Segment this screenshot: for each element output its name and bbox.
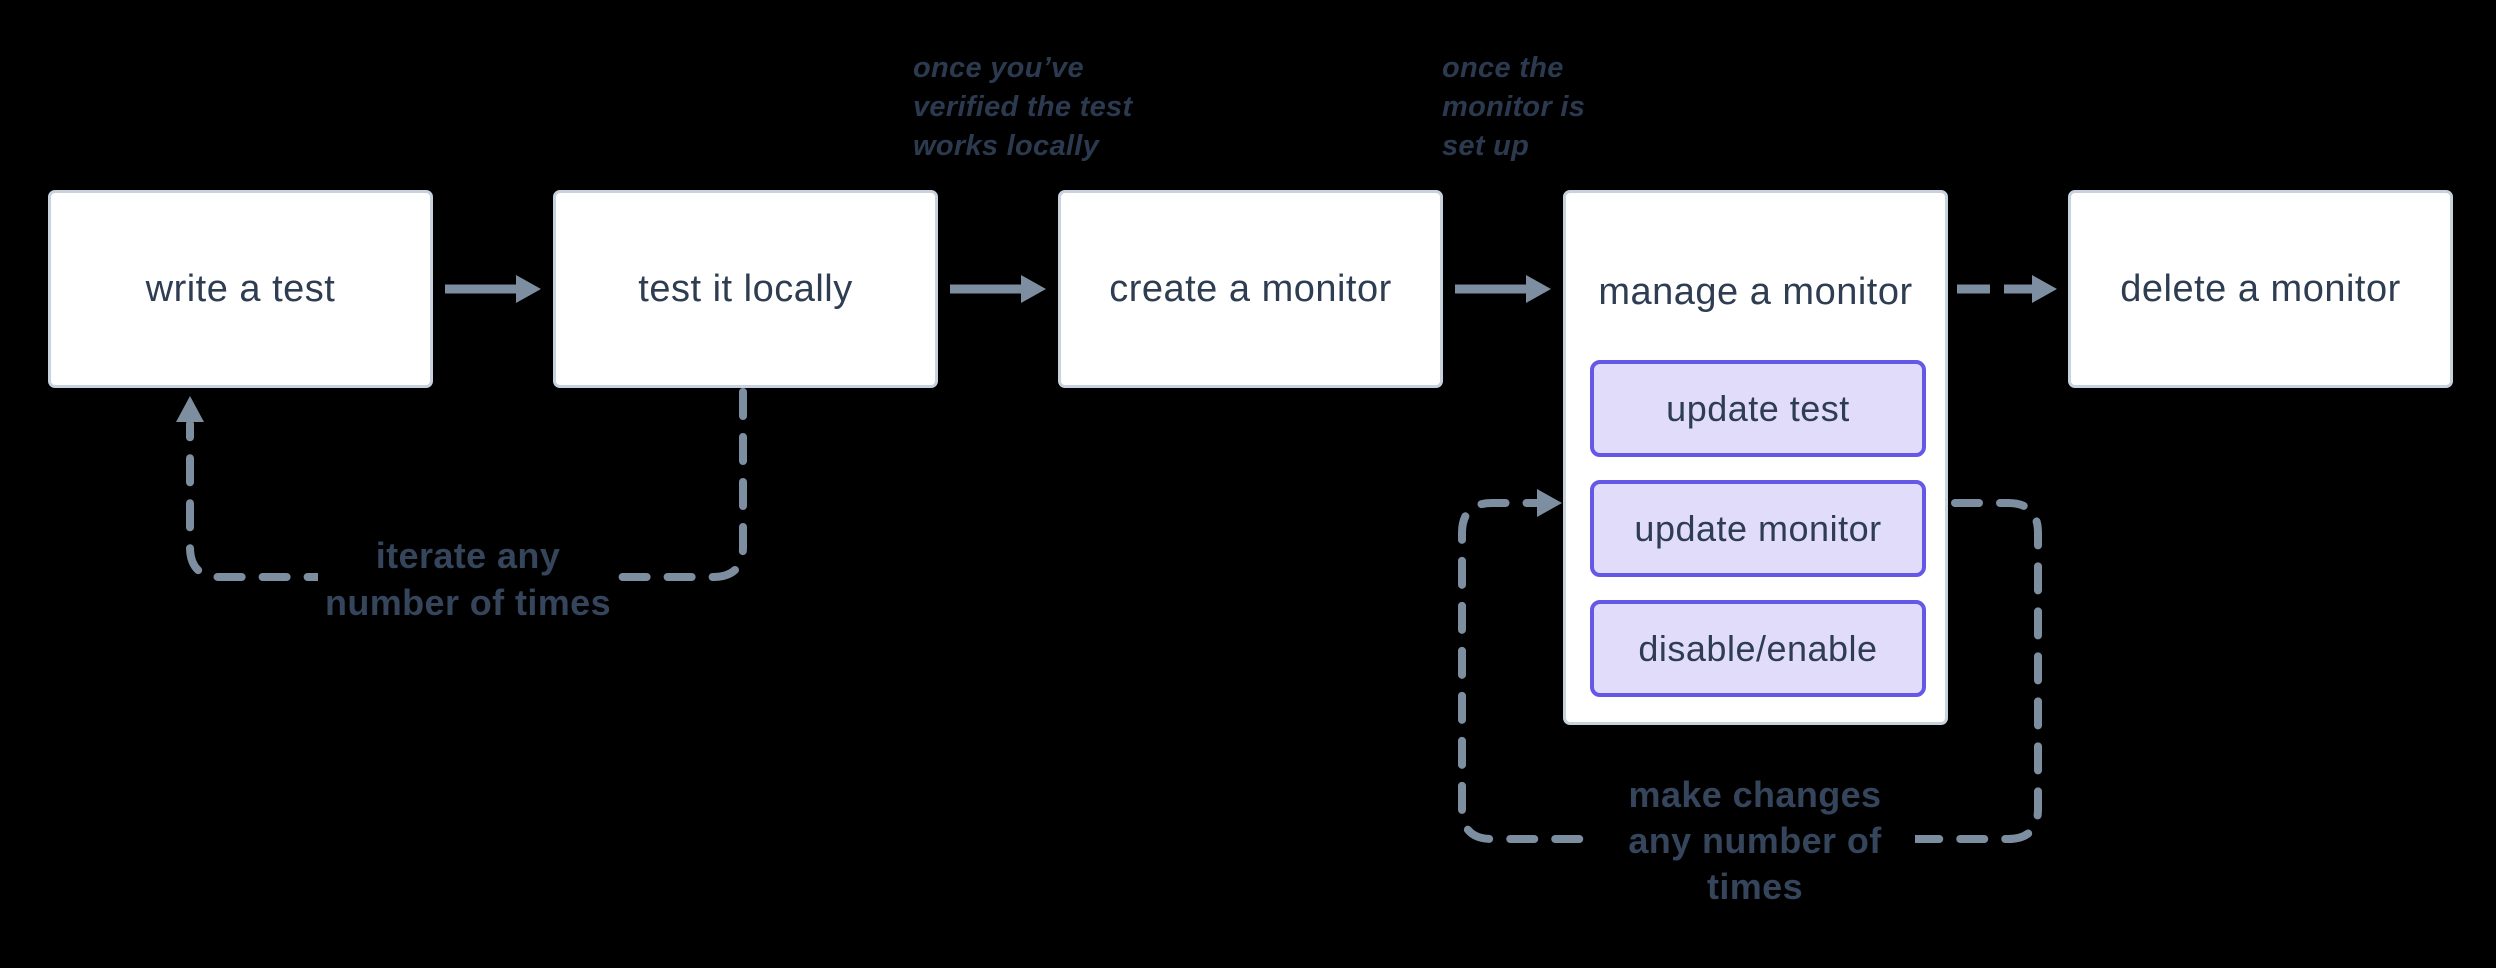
annotation-verified-line-1: once you’ve [913, 52, 1084, 84]
arrow-manage-to-delete [1957, 275, 2057, 303]
iterate-loop-label-line-2: number of times [324, 582, 612, 623]
make-changes-loop-label-line-2: any number of [1628, 820, 1882, 861]
arrow-test-to-create [950, 275, 1046, 303]
make-changes-loop-label-line-1: make changes [1628, 774, 1882, 815]
subnode-disable-enable-label: disable/enable [1638, 627, 1878, 669]
subnode-update-monitor: update monitor [1590, 480, 1926, 577]
node-manage-a-monitor: manage a monitor update test update moni… [1563, 190, 1948, 725]
annotation-monitor-set-up: once the monitor is set up [1442, 49, 1585, 166]
node-test-it-locally: test it locally [553, 190, 938, 388]
node-delete-a-monitor-label: delete a monitor [2120, 267, 2401, 310]
subnode-update-test: update test [1590, 360, 1926, 457]
make-changes-loop-arrowhead [1537, 489, 1562, 517]
subnode-disable-enable: disable/enable [1590, 600, 1926, 697]
annotation-verified-line-3: works locally [913, 130, 1100, 162]
node-create-a-monitor-label: create a monitor [1109, 267, 1392, 310]
node-write-a-test: write a test [48, 190, 433, 388]
arrow-create-to-manage [1455, 275, 1551, 303]
annotation-setup-line-1: once the [1442, 52, 1564, 84]
iterate-loop-label: iterate any number of times [318, 532, 618, 626]
node-write-a-test-label: write a test [145, 267, 336, 310]
node-delete-a-monitor: delete a monitor [2068, 190, 2453, 388]
node-manage-a-monitor-label: manage a monitor [1598, 270, 1913, 313]
annotation-setup-line-2: monitor is [1442, 91, 1586, 123]
make-changes-loop-label-line-3: times [1706, 866, 1804, 907]
annotation-verified-line-2: verified the test [913, 91, 1133, 123]
arrow-write-to-test [445, 275, 541, 303]
subnode-update-test-label: update test [1666, 387, 1850, 429]
iterate-loop-label-line-1: iterate any [375, 535, 561, 576]
make-changes-loop-label: make changes any number of times [1595, 772, 1915, 910]
annotation-setup-line-3: set up [1442, 130, 1530, 162]
iterate-loop-arrowhead [176, 396, 204, 422]
annotation-verified-locally: once you’ve verified the test works loca… [913, 49, 1132, 166]
node-create-a-monitor: create a monitor [1058, 190, 1443, 388]
subnode-update-monitor-label: update monitor [1634, 507, 1882, 549]
node-test-it-locally-label: test it locally [638, 267, 853, 310]
